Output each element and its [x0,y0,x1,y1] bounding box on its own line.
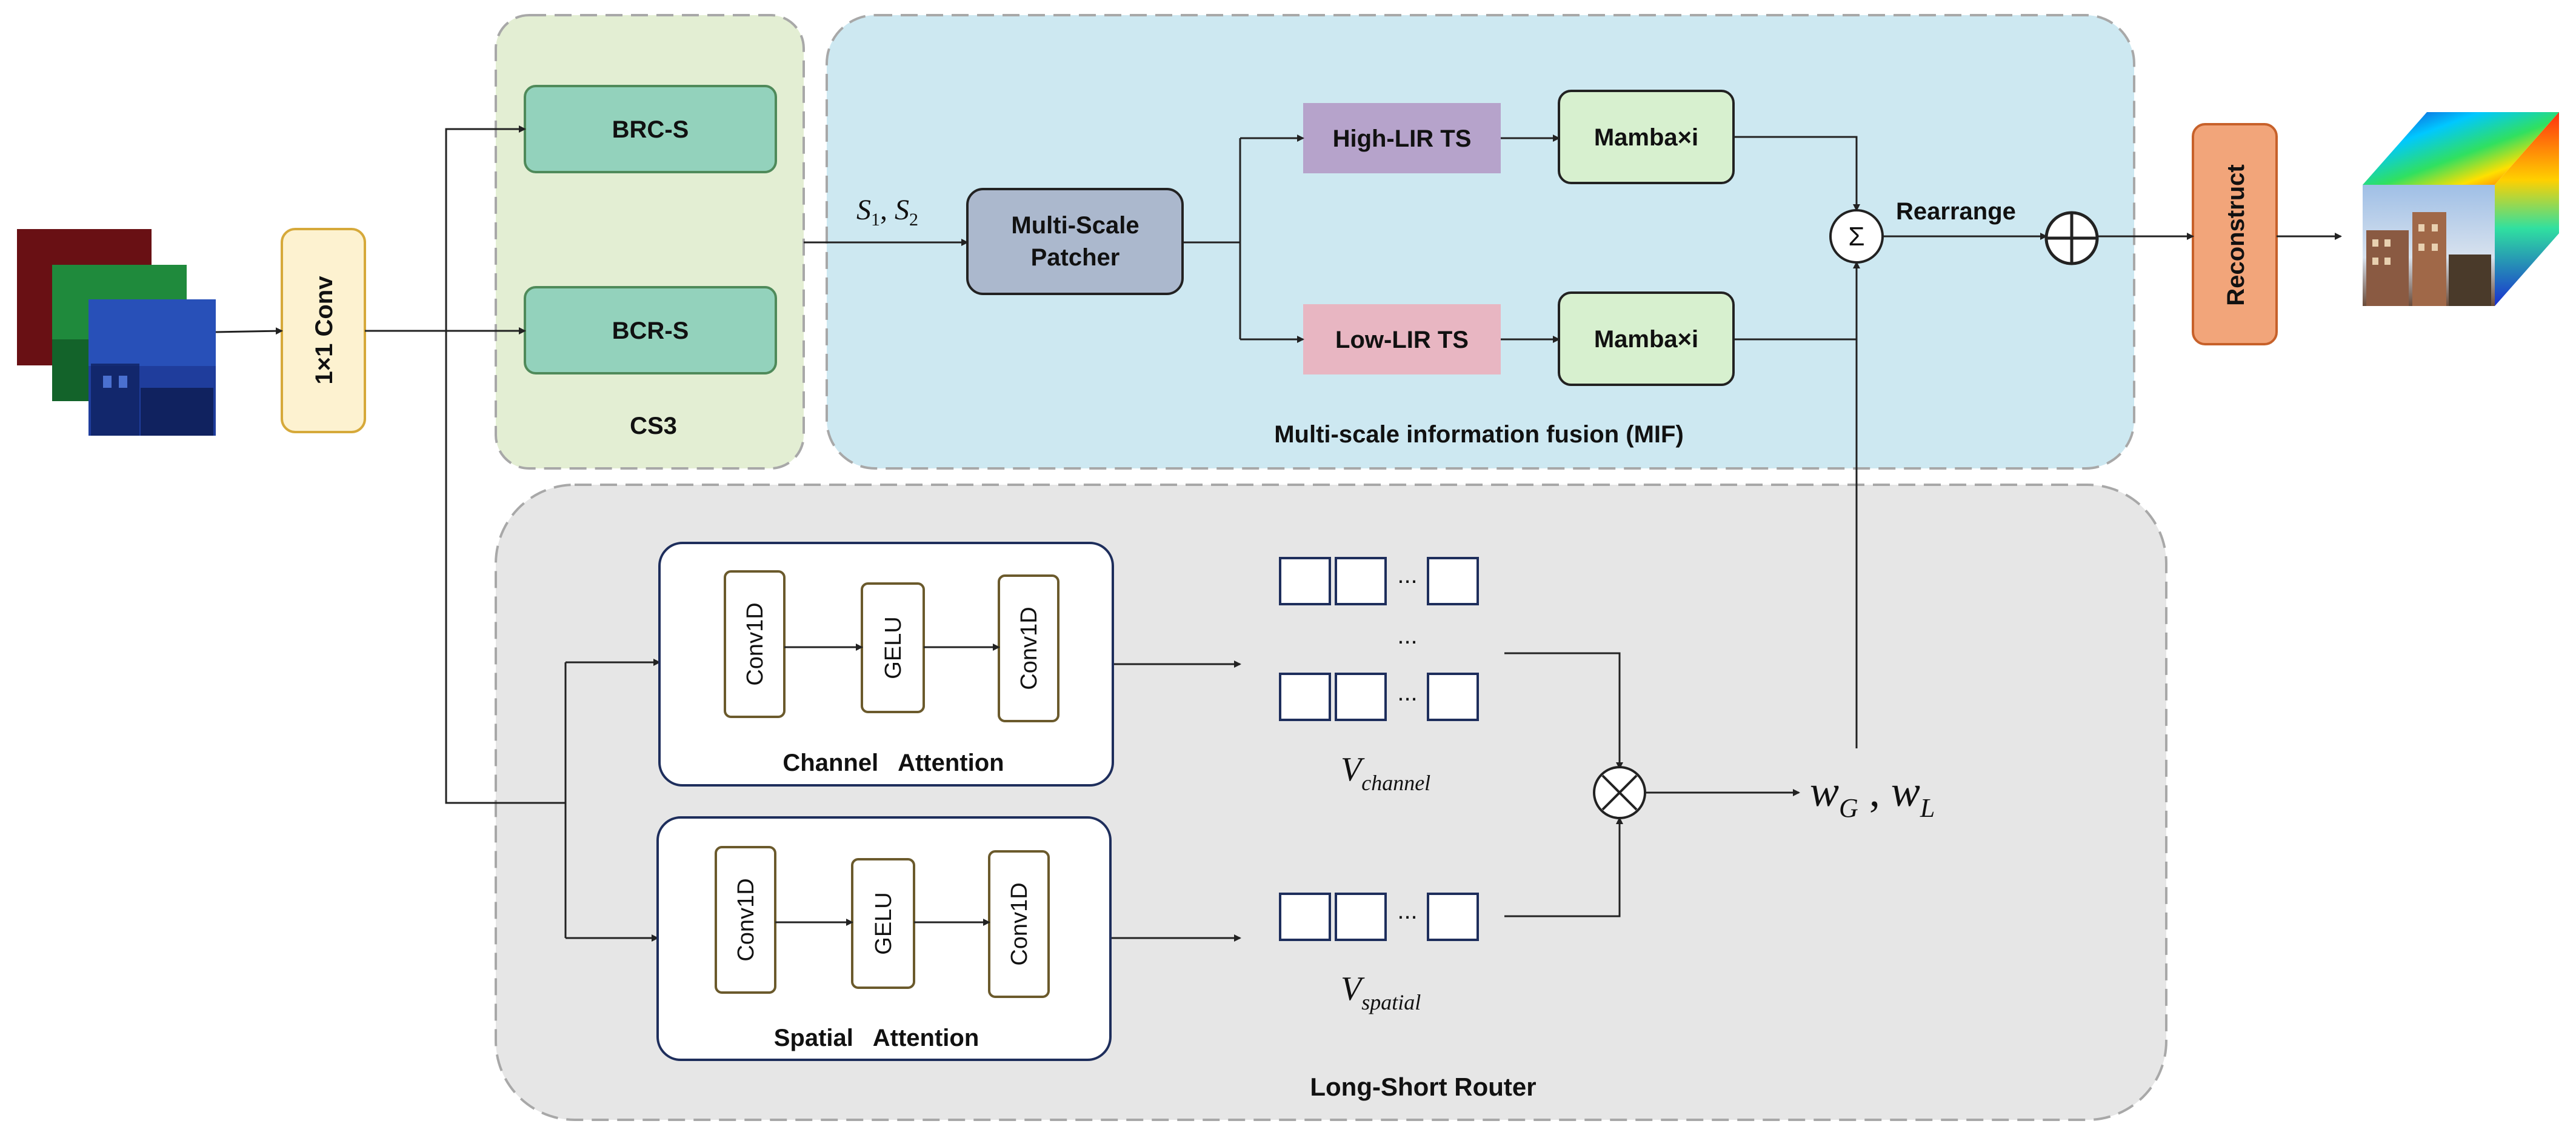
mif-label: Multi-scale information fusion (MIF) [1274,421,1684,448]
mif-group: Multi-scale information fusion (MIF) [826,14,2135,470]
dots: ... [1397,679,1417,706]
output-hsi-cube [2363,112,2559,306]
s-inputs-label: S1, S2 [856,194,918,230]
patcher-label-line1: Multi-Scale [1011,212,1139,239]
top-connections [215,125,2342,748]
mamba-top-block: Mamba×i [1558,90,1735,184]
conv-1x1-label: 1×1 Conv [311,276,338,385]
cs3-group: CS3 [495,14,805,470]
channel-attention-title: Channel Attention [782,750,1004,776]
mamba-top-label: Mamba×i [1594,124,1698,151]
dots: ... [1397,622,1417,649]
channel-attention-block: Conv1D GELU Conv1D Channel Attention [658,542,1114,787]
channel-token-row-1: ... [1279,557,1479,605]
router-connections [445,331,1800,942]
high-lir-ts-block: High-LIR TS [1303,103,1501,173]
reconstruct-label: Reconstruct [2223,164,2249,305]
mamba-bottom-block: Mamba×i [1558,291,1735,386]
channel-conv1d-a-label: Conv1D [742,602,768,685]
sum-symbol: Σ [1848,222,1864,251]
spatial-conv1d-a-label: Conv1D [733,878,759,961]
spatial-token-row: ... [1279,893,1479,941]
input-hsi-stack [17,229,216,436]
router-label: Long-Short Router [1310,1073,1536,1101]
w-outputs-label: wG , wL [1810,767,1935,823]
dots: ... [1397,562,1417,588]
bcr-s-label: BCR-S [612,318,689,344]
high-lir-ts-label: High-LIR TS [1333,125,1472,152]
channel-token-row-2: ... [1279,673,1479,721]
patcher-label-line2: Patcher [1031,244,1120,271]
spatial-gelu-label: GELU [871,892,896,954]
channel-conv1d-b-label: Conv1D [1016,607,1042,690]
add-node [2044,211,2099,265]
spatial-attention-title: Spatial Attention [774,1025,979,1051]
brc-s-label: BRC-S [612,116,689,143]
v-channel-label: Vchannel [1341,751,1430,795]
reconstruct-block: Reconstruct [2192,123,2278,345]
spatial-attention-block: Conv1D GELU Conv1D Spatial Attention [656,816,1112,1061]
sum-node: Σ [1829,209,1884,264]
bcr-s-block: BCR-S [524,286,777,374]
low-lir-ts-block: Low-LIR TS [1303,304,1501,374]
rearrange-label: Rearrange [1896,198,2016,225]
multiply-node [1593,766,1646,819]
spatial-conv1d-b-label: Conv1D [1007,882,1032,965]
conv-1x1-block: 1×1 Conv [281,228,366,433]
channel-gelu-label: GELU [881,616,906,679]
mamba-bottom-label: Mamba×i [1594,326,1698,353]
cs3-label: CS3 [630,413,677,439]
v-spatial-label: Vspatial [1341,970,1421,1014]
brc-s-block: BRC-S [524,85,777,173]
multi-scale-patcher-block: Multi-Scale Patcher [966,188,1184,295]
low-lir-ts-label: Low-LIR TS [1335,327,1469,353]
dots: ... [1397,897,1417,924]
